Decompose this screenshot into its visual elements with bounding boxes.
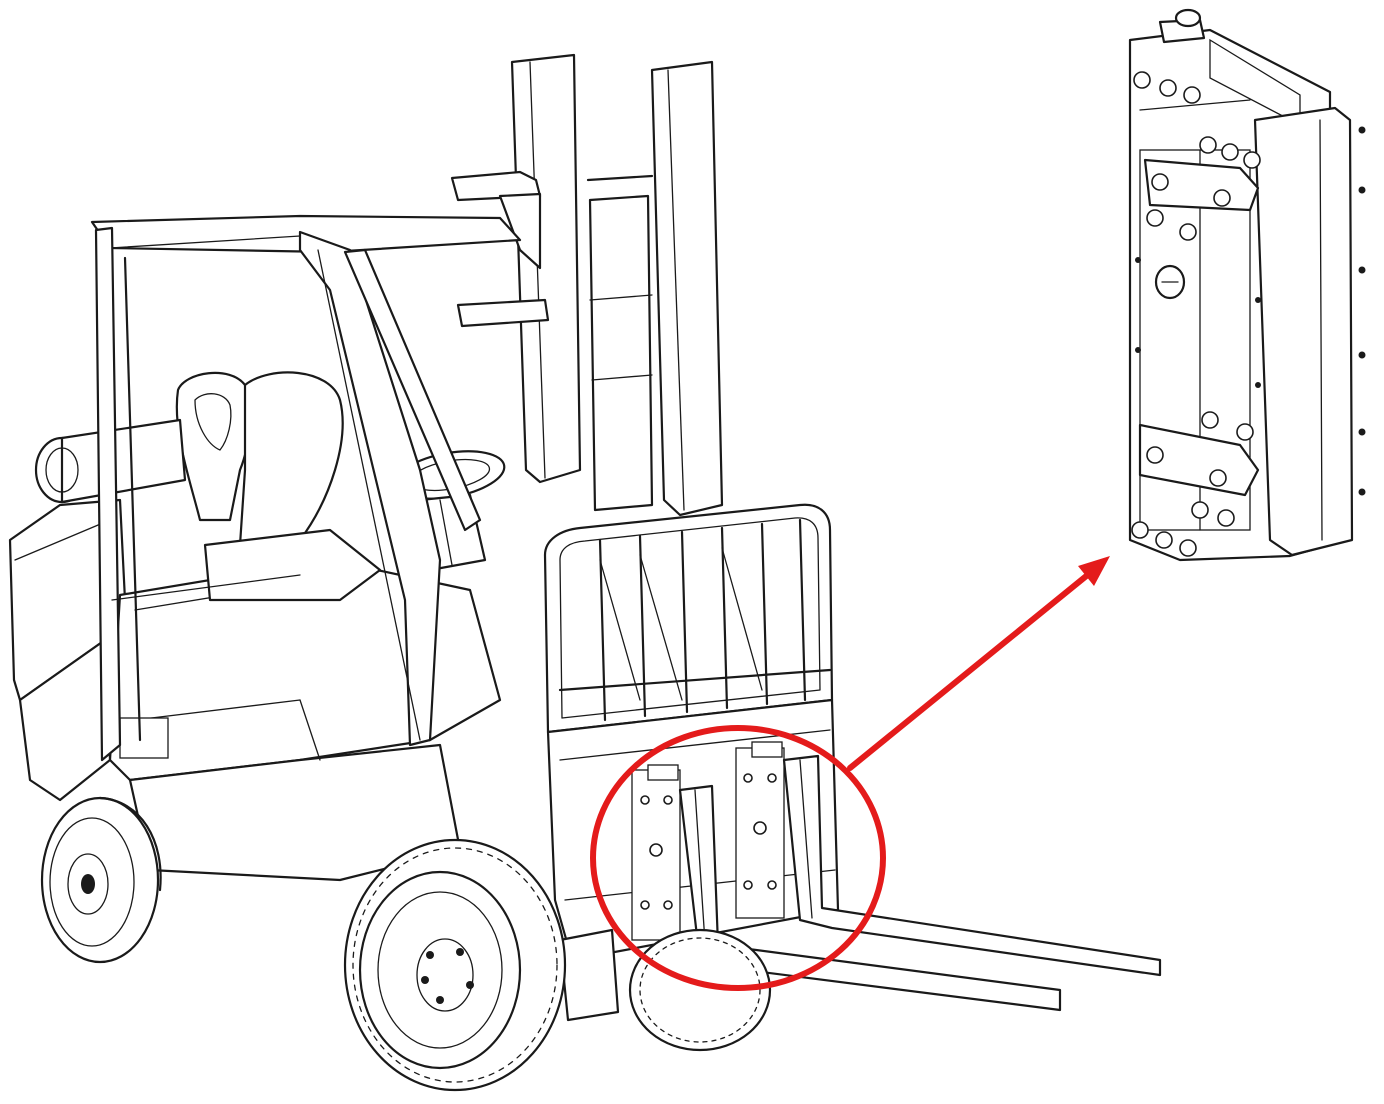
mast bbox=[450, 53, 724, 517]
highlight-circle bbox=[590, 725, 886, 991]
module-bolts bbox=[1131, 71, 1366, 557]
body bbox=[108, 558, 502, 882]
callout-arrowhead-icon bbox=[1078, 556, 1110, 586]
callout bbox=[590, 556, 1110, 991]
load-backrest bbox=[543, 503, 834, 734]
rear-wheel bbox=[40, 796, 162, 964]
gas-tank bbox=[34, 418, 187, 504]
seat bbox=[175, 371, 382, 602]
fork-positioner-module-icon bbox=[1128, 8, 1366, 562]
callout-arrow-line bbox=[847, 570, 1093, 771]
front-wheel-near bbox=[343, 838, 567, 1092]
overhead-guard bbox=[90, 214, 522, 762]
carriage-positioner-modules bbox=[631, 741, 785, 941]
forklift-icon bbox=[8, 53, 1162, 1092]
front-wheel-far bbox=[628, 928, 772, 1052]
